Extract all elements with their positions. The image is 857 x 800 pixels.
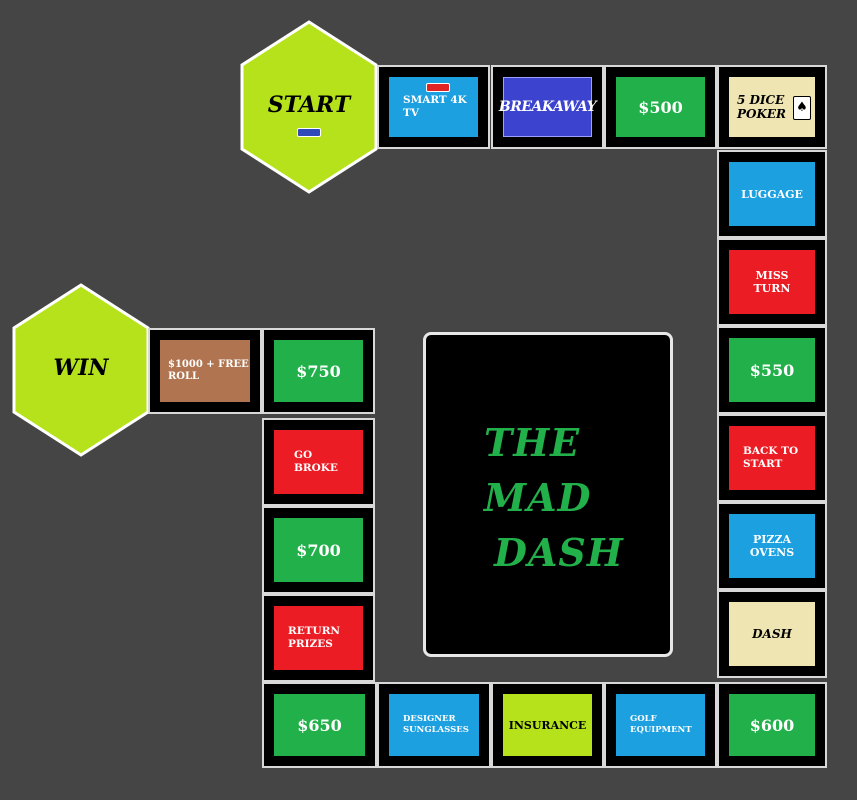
space-return-prizes[interactable]: RETURN PRIZES <box>262 594 375 682</box>
space-insurance[interactable]: INSURANCE <box>491 682 604 768</box>
free-roll-tile: $1000 + FREE ROLL <box>160 340 250 402</box>
space-go-broke[interactable]: GO BROKE <box>262 418 375 506</box>
space-dash[interactable]: DASH <box>717 590 827 678</box>
luggage-label: LUGGAGE <box>741 187 803 201</box>
title-line-2: MAD <box>484 475 592 520</box>
dice-poker-label: 5 DICE POKER <box>737 92 787 121</box>
space-dice-poker[interactable]: 5 DICE POKER ♠ <box>717 65 827 149</box>
center-title-panel: THE MAD DASH <box>423 332 673 657</box>
win-label: WIN <box>53 355 109 381</box>
player-token-red[interactable] <box>426 83 450 92</box>
space-550[interactable]: $550 <box>717 326 827 414</box>
money-750-label: $750 <box>296 361 341 381</box>
start-hexagon-shape <box>240 20 378 194</box>
miss-turn-tile: MISS TURN <box>729 250 815 314</box>
space-golf[interactable]: GOLF EQUIPMENT <box>604 682 717 768</box>
money-500-tile: $500 <box>616 77 705 137</box>
luggage-tile: LUGGAGE <box>729 162 815 226</box>
space-650[interactable]: $650 <box>262 682 377 768</box>
go-broke-label: GO BROKE <box>294 449 338 474</box>
money-600-tile: $600 <box>729 694 815 756</box>
pizza-ovens-tile: PIZZA OVENS <box>729 514 815 578</box>
smart-tv-label: SMART 4K TV <box>403 94 467 119</box>
money-650-tile: $650 <box>274 694 365 756</box>
money-600-label: $600 <box>749 715 795 735</box>
player-token-blue[interactable] <box>297 128 321 137</box>
money-700-tile: $700 <box>274 518 363 582</box>
space-sunglasses[interactable]: DESIGNER SUNGLASSES <box>377 682 491 768</box>
title-line-3: DASH <box>494 530 624 575</box>
return-prizes-tile: RETURN PRIZES <box>274 606 363 670</box>
golf-tile: GOLF EQUIPMENT <box>616 694 705 756</box>
money-650-label: $650 <box>297 715 342 735</box>
insurance-tile: INSURANCE <box>503 694 592 756</box>
money-750-tile: $750 <box>274 340 363 402</box>
return-prizes-label: RETURN PRIZES <box>288 625 341 650</box>
dash-tile: DASH <box>729 602 815 666</box>
space-500[interactable]: $500 <box>604 65 717 149</box>
insurance-label: INSURANCE <box>508 718 587 732</box>
space-free-roll[interactable]: $1000 + FREE ROLL <box>148 328 262 414</box>
money-550-tile: $550 <box>729 338 815 402</box>
space-pizza-ovens[interactable]: PIZZA OVENS <box>717 502 827 590</box>
golf-label: GOLF EQUIPMENT <box>630 714 692 735</box>
free-roll-label: $1000 + FREE ROLL <box>168 359 249 382</box>
dice-poker-tile: 5 DICE POKER <box>729 77 815 137</box>
money-550-label: $550 <box>749 360 795 380</box>
start-label: START <box>267 92 351 118</box>
start-space[interactable]: START <box>240 20 378 194</box>
space-back-to-start[interactable]: BACK TO START <box>717 414 827 502</box>
space-smart-tv[interactable]: SMART 4K TV <box>377 65 490 149</box>
space-600[interactable]: $600 <box>717 682 827 768</box>
back-to-start-label: BACK TO START <box>743 445 799 470</box>
miss-turn-label: MISS TURN <box>753 269 791 295</box>
go-broke-tile: GO BROKE <box>274 430 363 494</box>
sunglasses-label: DESIGNER SUNGLASSES <box>403 714 469 735</box>
space-luggage[interactable]: LUGGAGE <box>717 150 827 238</box>
breakaway-tile: BREAKAWAY <box>499 77 597 137</box>
breakaway-label: BREAKAWAY <box>498 99 597 115</box>
win-space[interactable]: WIN <box>12 283 150 457</box>
space-750[interactable]: $750 <box>262 328 375 414</box>
playing-card-icon: ♠ <box>793 96 811 120</box>
space-breakaway[interactable]: BREAKAWAY <box>491 65 604 149</box>
sunglasses-tile: DESIGNER SUNGLASSES <box>389 694 479 756</box>
pizza-ovens-label: PIZZA OVENS <box>749 533 795 559</box>
money-700-label: $700 <box>296 540 341 560</box>
space-700[interactable]: $700 <box>262 506 375 594</box>
money-500-label: $500 <box>638 97 683 117</box>
title-line-1: THE <box>484 420 581 465</box>
space-miss-turn[interactable]: MISS TURN <box>717 238 827 326</box>
back-to-start-tile: BACK TO START <box>729 426 815 490</box>
dash-label: DASH <box>752 627 792 641</box>
